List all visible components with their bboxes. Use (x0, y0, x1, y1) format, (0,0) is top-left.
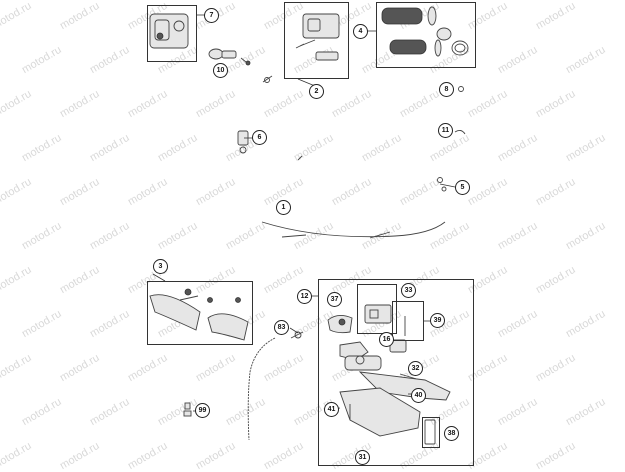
callout-32: 32 (408, 361, 423, 376)
group-box-4 (376, 2, 476, 68)
part-caliper-7 (149, 13, 189, 49)
group-box-7 (147, 5, 197, 62)
callout-16: 16 (379, 332, 394, 347)
part-hose-83 (247, 331, 304, 441)
callout-31: 31 (355, 450, 370, 465)
callout-3: 3 (153, 259, 168, 274)
callout-39: 39 (430, 313, 445, 328)
group-box-38 (422, 417, 440, 448)
group-box-12 (318, 279, 474, 466)
callout-7: 7 (204, 8, 219, 23)
callout-33: 33 (401, 283, 416, 298)
part-screw-8 (458, 86, 464, 92)
part-master-cylinder-2 (295, 13, 340, 61)
callout-8: 8 (439, 82, 454, 97)
group-box-2 (284, 2, 349, 79)
part-clip-11 (454, 129, 466, 135)
callout-99: 99 (195, 403, 210, 418)
part-bleeder-99 (183, 402, 192, 417)
part-handguards-3 (149, 288, 249, 341)
callout-6: 6 (252, 130, 267, 145)
callout-41: 41 (324, 402, 339, 417)
callout-1: 1 (276, 200, 291, 215)
group-box-39 (392, 301, 424, 341)
callout-10: 10 (213, 63, 228, 78)
callout-4: 4 (353, 24, 368, 39)
callout-11: 11 (438, 123, 453, 138)
callout-2: 2 (309, 84, 324, 99)
group-box-3 (147, 281, 253, 345)
part-grips-4 (381, 6, 469, 57)
part-master-cylinder-assembly-12 (327, 304, 451, 445)
callout-38: 38 (444, 426, 459, 441)
part-screw-5 (437, 177, 447, 192)
part-bolt-10 (208, 48, 251, 66)
group-box-33 (357, 284, 397, 334)
callout-83: 83 (274, 320, 289, 335)
part-handlebar-1 (261, 221, 446, 239)
callout-5: 5 (455, 180, 470, 195)
callout-37: 37 (327, 292, 342, 307)
callout-40: 40 (411, 388, 426, 403)
callout-12: 12 (297, 289, 312, 304)
